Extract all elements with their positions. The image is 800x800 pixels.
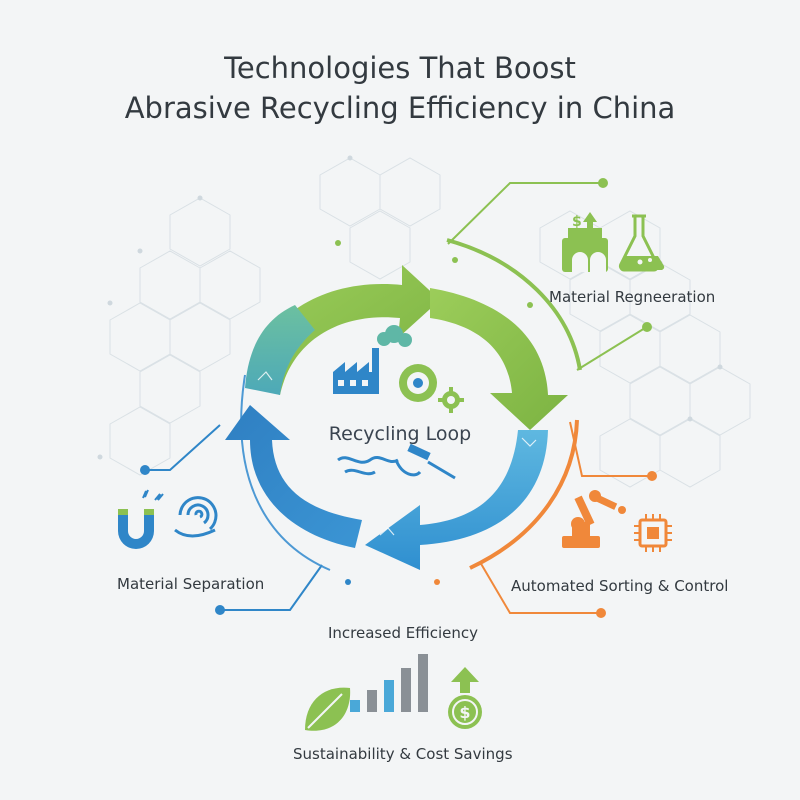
label-sustainability: Sustainability & Cost Savings xyxy=(293,745,513,763)
up-arrow-icon xyxy=(451,667,479,693)
dollar-coin-icon: $ xyxy=(448,695,482,729)
bar-chart-bar xyxy=(384,680,394,712)
magnet-icon xyxy=(118,489,164,549)
title-line-1: Technologies That Boost xyxy=(224,51,576,85)
bar-chart-bar xyxy=(418,654,428,712)
bar-chart-bar xyxy=(350,700,360,712)
arrow-sparkles xyxy=(257,371,537,536)
dollar-up-icon: $ xyxy=(572,212,597,230)
label-material-separation: Material Separation xyxy=(117,575,265,593)
spray-gun-icon xyxy=(337,443,456,480)
grinding-wheel-icon xyxy=(399,364,437,402)
flask-icon xyxy=(618,214,665,272)
cloud-icon xyxy=(377,325,412,347)
page-title: Technologies That Boost Abrasive Recycli… xyxy=(0,48,800,128)
loop-arrow-green xyxy=(250,265,440,395)
svg-text:$: $ xyxy=(459,703,470,722)
loop-arrow-green-right xyxy=(430,288,568,430)
outer-orbit-green xyxy=(446,238,582,371)
bar-chart-bar xyxy=(367,690,377,712)
label-material-regeneration: Material Regneeration xyxy=(549,288,716,306)
kiln-icon xyxy=(562,228,608,272)
hex-dots xyxy=(97,155,723,460)
svg-text:$: $ xyxy=(572,214,582,230)
loop-arrow-blue-left xyxy=(225,405,362,548)
connector-separation xyxy=(140,424,323,615)
loop-arrow-teal-segment xyxy=(245,305,315,395)
title-line-2: Abrasive Recycling Efficiency in China xyxy=(124,91,676,125)
factory-icon xyxy=(333,348,379,394)
bar-chart-icon xyxy=(350,654,428,712)
center-label: Recycling Loop xyxy=(328,423,472,445)
gear-icon xyxy=(438,387,464,413)
loop-arrow-blue-right xyxy=(365,430,548,570)
cyclone-icon xyxy=(174,496,218,538)
robot-arm-icon xyxy=(562,490,626,548)
label-automated-sorting: Automated Sorting & Control xyxy=(511,577,729,595)
bar-chart-bar xyxy=(401,668,411,712)
outer-orbit-orange xyxy=(469,419,579,570)
label-increased-efficiency: Increased Efficiency xyxy=(328,624,479,642)
chip-icon xyxy=(634,514,672,552)
connector-regeneration xyxy=(447,178,652,371)
accent-dots xyxy=(335,240,533,585)
outer-orbit-blue xyxy=(240,374,331,571)
leaf-icon xyxy=(305,687,351,731)
